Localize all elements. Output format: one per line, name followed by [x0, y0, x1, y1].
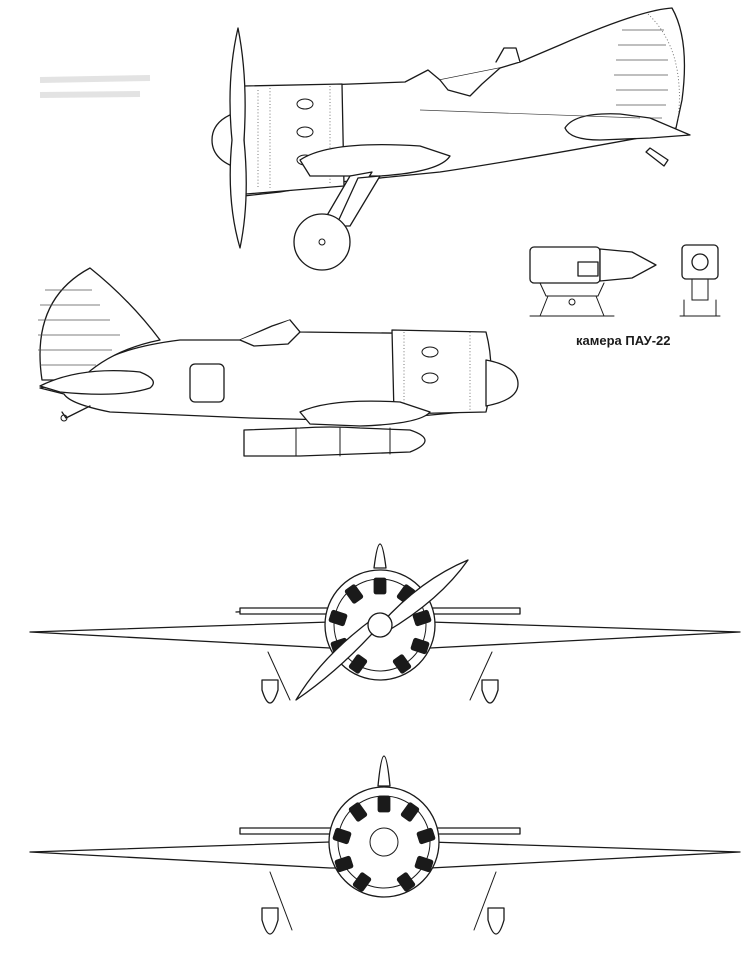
- main-wheel: [293, 213, 351, 271]
- faded-background-marks: [39, 75, 151, 98]
- wing-root: [299, 400, 431, 427]
- front-view-without-propeller: [29, 755, 741, 935]
- wing-root: [299, 143, 451, 177]
- cockpit-canopy: [239, 319, 301, 347]
- right-wheel: [487, 907, 505, 935]
- headrest: [495, 47, 521, 63]
- horizontal-stabilizer: [39, 370, 154, 395]
- cowl-vent: [296, 98, 314, 110]
- side-view-right: [38, 267, 519, 457]
- cowl-vent: [296, 126, 314, 138]
- propeller-blade: [229, 27, 247, 249]
- tail-fin-ribs: [38, 289, 120, 366]
- tail-fin: [39, 267, 161, 381]
- left-wheel: [261, 907, 279, 935]
- engine-cowling: [239, 83, 345, 195]
- cockpit-canopy: [439, 67, 501, 97]
- cylinder-heads: [332, 795, 436, 892]
- spinner: [367, 612, 393, 638]
- gear-door: [335, 175, 381, 227]
- spinner: [485, 359, 519, 407]
- drop-tank: [243, 426, 426, 457]
- fin: [373, 543, 387, 569]
- right-wheel: [481, 679, 499, 704]
- cylinder-heads: [328, 577, 432, 674]
- camera-hatch: [189, 363, 225, 403]
- tail-skid: [645, 147, 669, 167]
- camera-caption: камера ПАУ-22: [576, 333, 671, 348]
- camera-front-detail: [679, 244, 721, 317]
- front-view-with-propeller: [29, 543, 741, 704]
- horizontal-stabilizer: [564, 113, 691, 141]
- camera-side-detail: [529, 246, 657, 317]
- cowl-vent: [421, 372, 439, 384]
- engine-cowling: [391, 329, 492, 415]
- side-view-left: [39, 7, 691, 271]
- cowl-vent: [421, 346, 439, 358]
- tail-wheel: [61, 405, 91, 419]
- propeller-blade: [379, 559, 469, 633]
- propeller-blade: [295, 617, 381, 701]
- fin: [377, 755, 391, 787]
- left-wheel: [261, 679, 279, 704]
